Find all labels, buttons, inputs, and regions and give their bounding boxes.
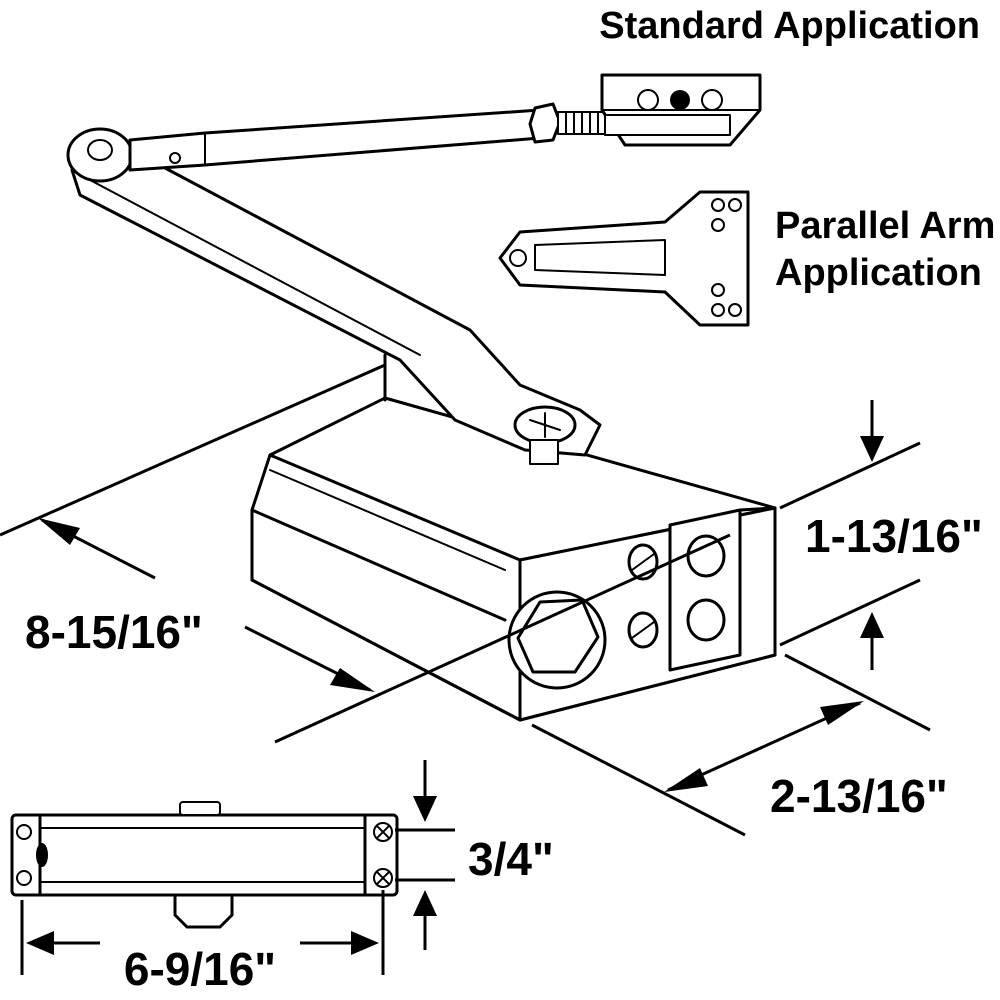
side-view-hole-icon [16,870,32,886]
height-extension-line [779,441,921,510]
bracket-hole-icon [728,198,742,212]
thickness-dimension [395,760,455,950]
side-view-top-tab [179,801,221,816]
side-view-pinion [173,893,234,929]
bracket-hole-icon [637,89,659,111]
depth-extension-line [784,653,931,732]
forearm-rivet-icon [169,152,181,164]
length-dimension-label: 8-15/16" [25,606,203,658]
arrow-head-icon [413,890,437,916]
standard-application-label: Standard Application [599,5,980,47]
length-dimension [0,363,731,744]
arrow-head-icon [860,612,884,638]
adjust-screw-slot [631,553,655,571]
bracket-active-hole-icon [670,90,690,110]
side-view-hole-icon [16,824,32,840]
width-dimension-label: 6-9/16" [124,943,276,995]
bracket-hole-icon [711,218,725,232]
arrow-head-icon [38,518,80,545]
height-dimension [779,400,921,670]
closer-bottom-line [250,578,522,722]
arm-assembly [66,102,607,465]
closer-highlight-line [269,469,506,571]
closer-side-line [250,508,507,622]
pivot-shaft [529,439,559,465]
parallel-arm-label-line2: Application [775,252,982,294]
parallel-arm-bracket [498,190,750,327]
mounting-hole-icon [686,534,726,578]
bracket-hole-icon [711,303,725,317]
parallel-bracket-slot [534,239,666,276]
arrow-head-icon [26,931,54,955]
side-view [10,801,399,929]
arrow-head-icon [664,768,708,792]
parallel-arm-label-line1: Parallel Arm [775,205,995,247]
forearm-rod [128,108,542,172]
mounting-hole-icon [686,598,726,642]
height-extension-line [779,578,921,647]
closer-body [250,396,777,722]
main-arm [70,158,602,457]
arrow-head-icon [351,931,379,955]
length-extension-line [274,533,731,744]
arrow-head-icon [820,701,864,725]
adjust-screw-slot [631,621,655,639]
side-view-valve-icon [36,843,48,867]
arrow-head-icon [413,796,437,822]
arrow-head-icon [330,668,375,692]
standard-bracket [600,73,762,147]
bracket-hole-icon [711,198,725,212]
closer-end-edge [738,506,777,512]
elbow-pin-icon [87,139,113,161]
thickness-dimension-label: 3/4" [468,833,554,885]
height-dimension-label: 1-13/16" [805,510,983,562]
bracket-hole-icon [728,303,742,317]
arrow-head-icon [860,436,884,462]
main-arm-edge [89,179,421,356]
bracket-hole-icon [711,283,725,297]
depth-dimension-label: 2-13/16" [770,770,948,822]
depth-dimension [531,653,931,837]
hex-socket-icon [516,598,600,674]
adjust-nut-icon [528,102,562,144]
length-extension-line [0,363,386,537]
depth-extension-line [531,723,746,837]
width-dimension [20,890,385,975]
parallel-bracket-pivot-icon [509,249,527,267]
bracket-slide [604,114,731,136]
bracket-hole-icon [701,89,723,111]
